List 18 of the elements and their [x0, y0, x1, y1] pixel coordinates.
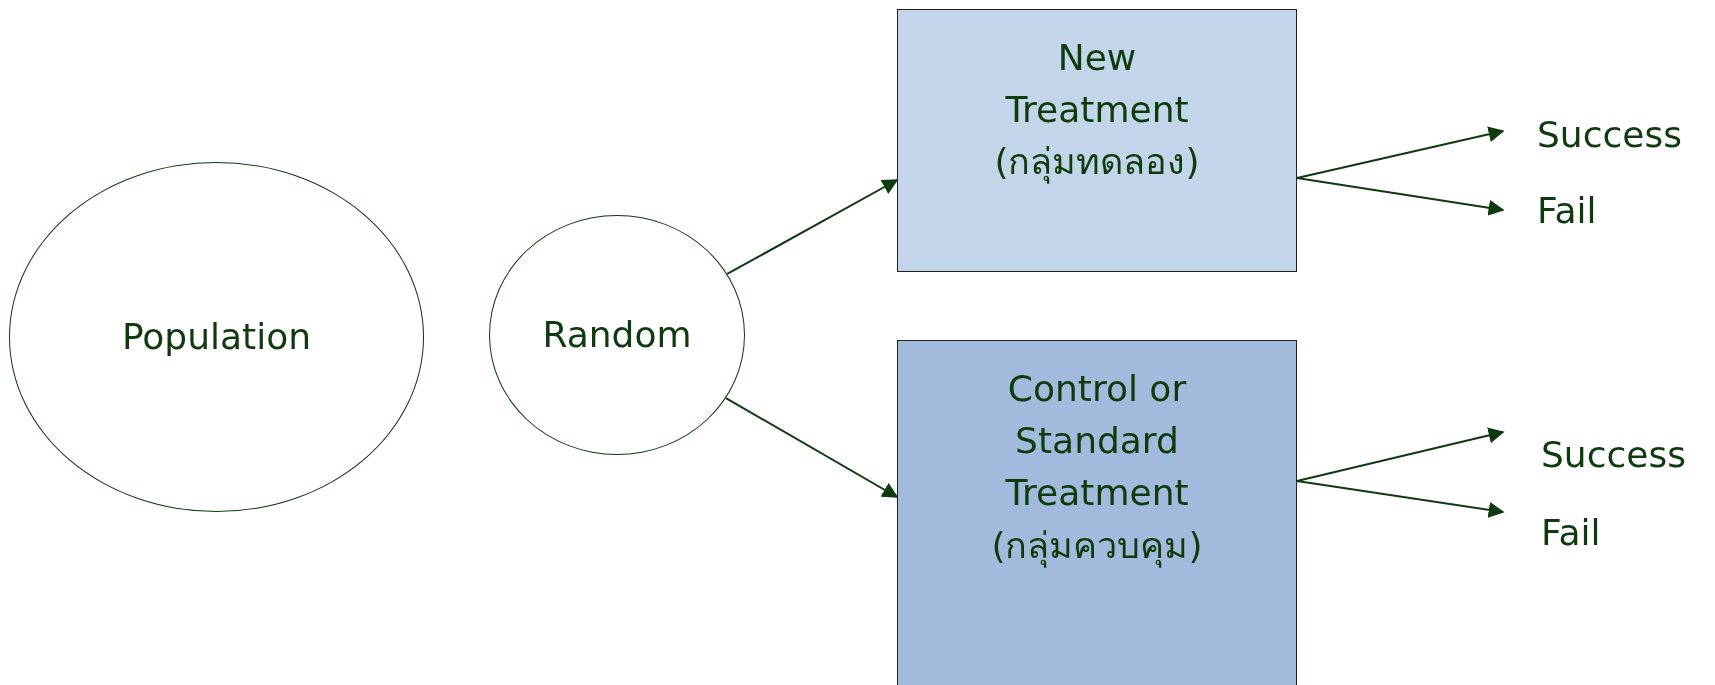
- arrow: [1296, 126, 1505, 179]
- node-text: (กลุ่มทดลอง): [994, 140, 1200, 186]
- node-text: Random: [542, 312, 692, 357]
- treatment-box: [897, 9, 1297, 272]
- node-text: (กลุ่มควบคุม): [991, 523, 1203, 570]
- arrow: [1296, 427, 1505, 482]
- outcome-label: Success: [1541, 430, 1711, 480]
- arrow: [1296, 177, 1505, 216]
- outcome-label: Success: [1537, 110, 1707, 160]
- arrow: [724, 397, 899, 498]
- node-text: Population: [121, 314, 312, 359]
- node-text: New Treatment: [1004, 36, 1190, 133]
- outcome-label: Fail: [1541, 508, 1661, 558]
- arrow: [726, 179, 899, 275]
- outcome-label: Fail: [1537, 186, 1657, 236]
- arrow: [1296, 480, 1505, 518]
- treatment-box: [897, 340, 1297, 685]
- node-text: Control or Standard Treatment: [1004, 367, 1190, 516]
